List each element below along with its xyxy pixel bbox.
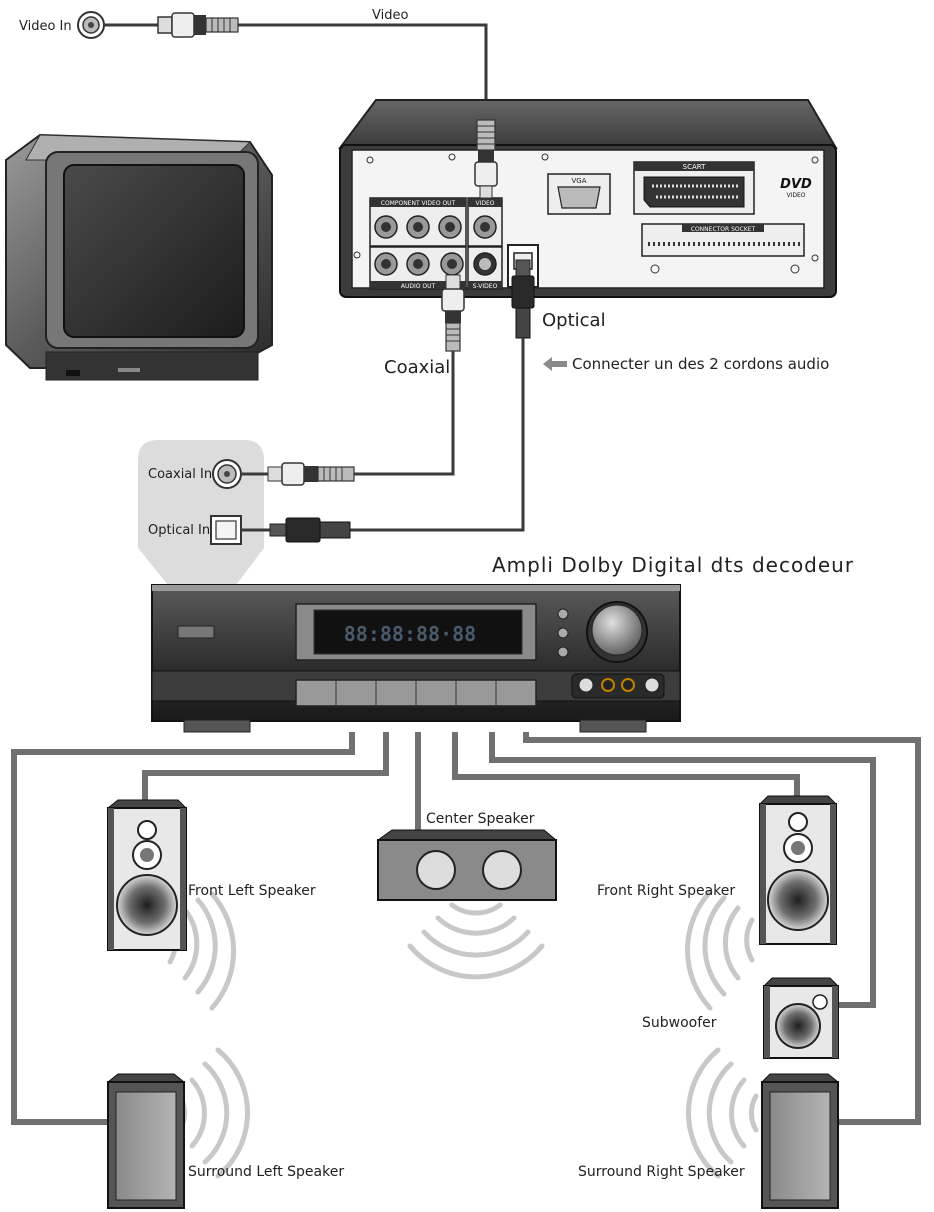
surround-right-label: Surround Right Speaker <box>578 1164 745 1180</box>
rca-jacks <box>374 215 497 276</box>
connector-socket-label: CONNECTOR SOCKET <box>691 226 756 233</box>
video-rca-plug <box>157 12 239 38</box>
coaxial-in-label: Coaxial In <box>148 467 212 482</box>
component-video-out-label: COMPONENT VIDEO OUT <box>381 200 456 207</box>
optical-cable <box>350 259 535 532</box>
subwoofer-label: Subwoofer <box>642 1015 717 1031</box>
connect-note: Connecter un des 2 cordons audio <box>572 355 829 373</box>
optical-in-label: Optical In <box>148 523 210 538</box>
dvd-player: COMPONENT VIDEO OUT VIDEO AUDIO OUT S-VI… <box>338 99 838 298</box>
television <box>5 133 273 381</box>
subwoofer <box>762 977 840 1059</box>
video-in-jack <box>77 11 105 39</box>
center-speaker <box>376 829 558 901</box>
vga-label: VGA <box>571 177 586 185</box>
arrow-left-icon <box>543 357 567 371</box>
optical-plug-amp <box>241 517 351 543</box>
amp-input-callout <box>138 440 264 585</box>
sound-waves <box>167 889 759 1179</box>
dvd-logo-sub: VIDEO <box>786 192 805 199</box>
surround-left-label: Surround Left Speaker <box>188 1164 344 1180</box>
front-right-speaker <box>758 795 838 945</box>
video-plug-dvd <box>474 119 498 199</box>
amp-title: Ampli Dolby Digital dts decodeur <box>492 553 854 577</box>
surround-right-speaker <box>760 1073 840 1209</box>
front-left-label: Front Left Speaker <box>188 883 316 899</box>
video-out-label: VIDEO <box>475 200 494 207</box>
dvd-logo: DVD <box>780 177 812 192</box>
amplifier: 88:88:88·88 <box>151 584 681 733</box>
speaker-cables <box>11 732 921 1125</box>
surround-left-speaker <box>106 1073 186 1209</box>
coaxial-label: Coaxial <box>384 357 450 378</box>
coaxial-cable <box>354 274 465 476</box>
front-left-speaker <box>106 799 188 951</box>
s-video-label: S-VIDEO <box>473 283 498 290</box>
video-in-label: Video In <box>19 19 72 34</box>
scart-label: SCART <box>683 163 706 171</box>
audio-out-label: AUDIO OUT <box>401 283 436 290</box>
video-cable-label: Video <box>372 8 408 23</box>
front-right-label: Front Right Speaker <box>597 883 735 899</box>
coaxial-plug-amp <box>241 462 355 486</box>
center-speaker-label: Center Speaker <box>426 811 535 827</box>
amp-display: 88:88:88·88 <box>344 622 476 646</box>
optical-label: Optical <box>542 310 606 331</box>
